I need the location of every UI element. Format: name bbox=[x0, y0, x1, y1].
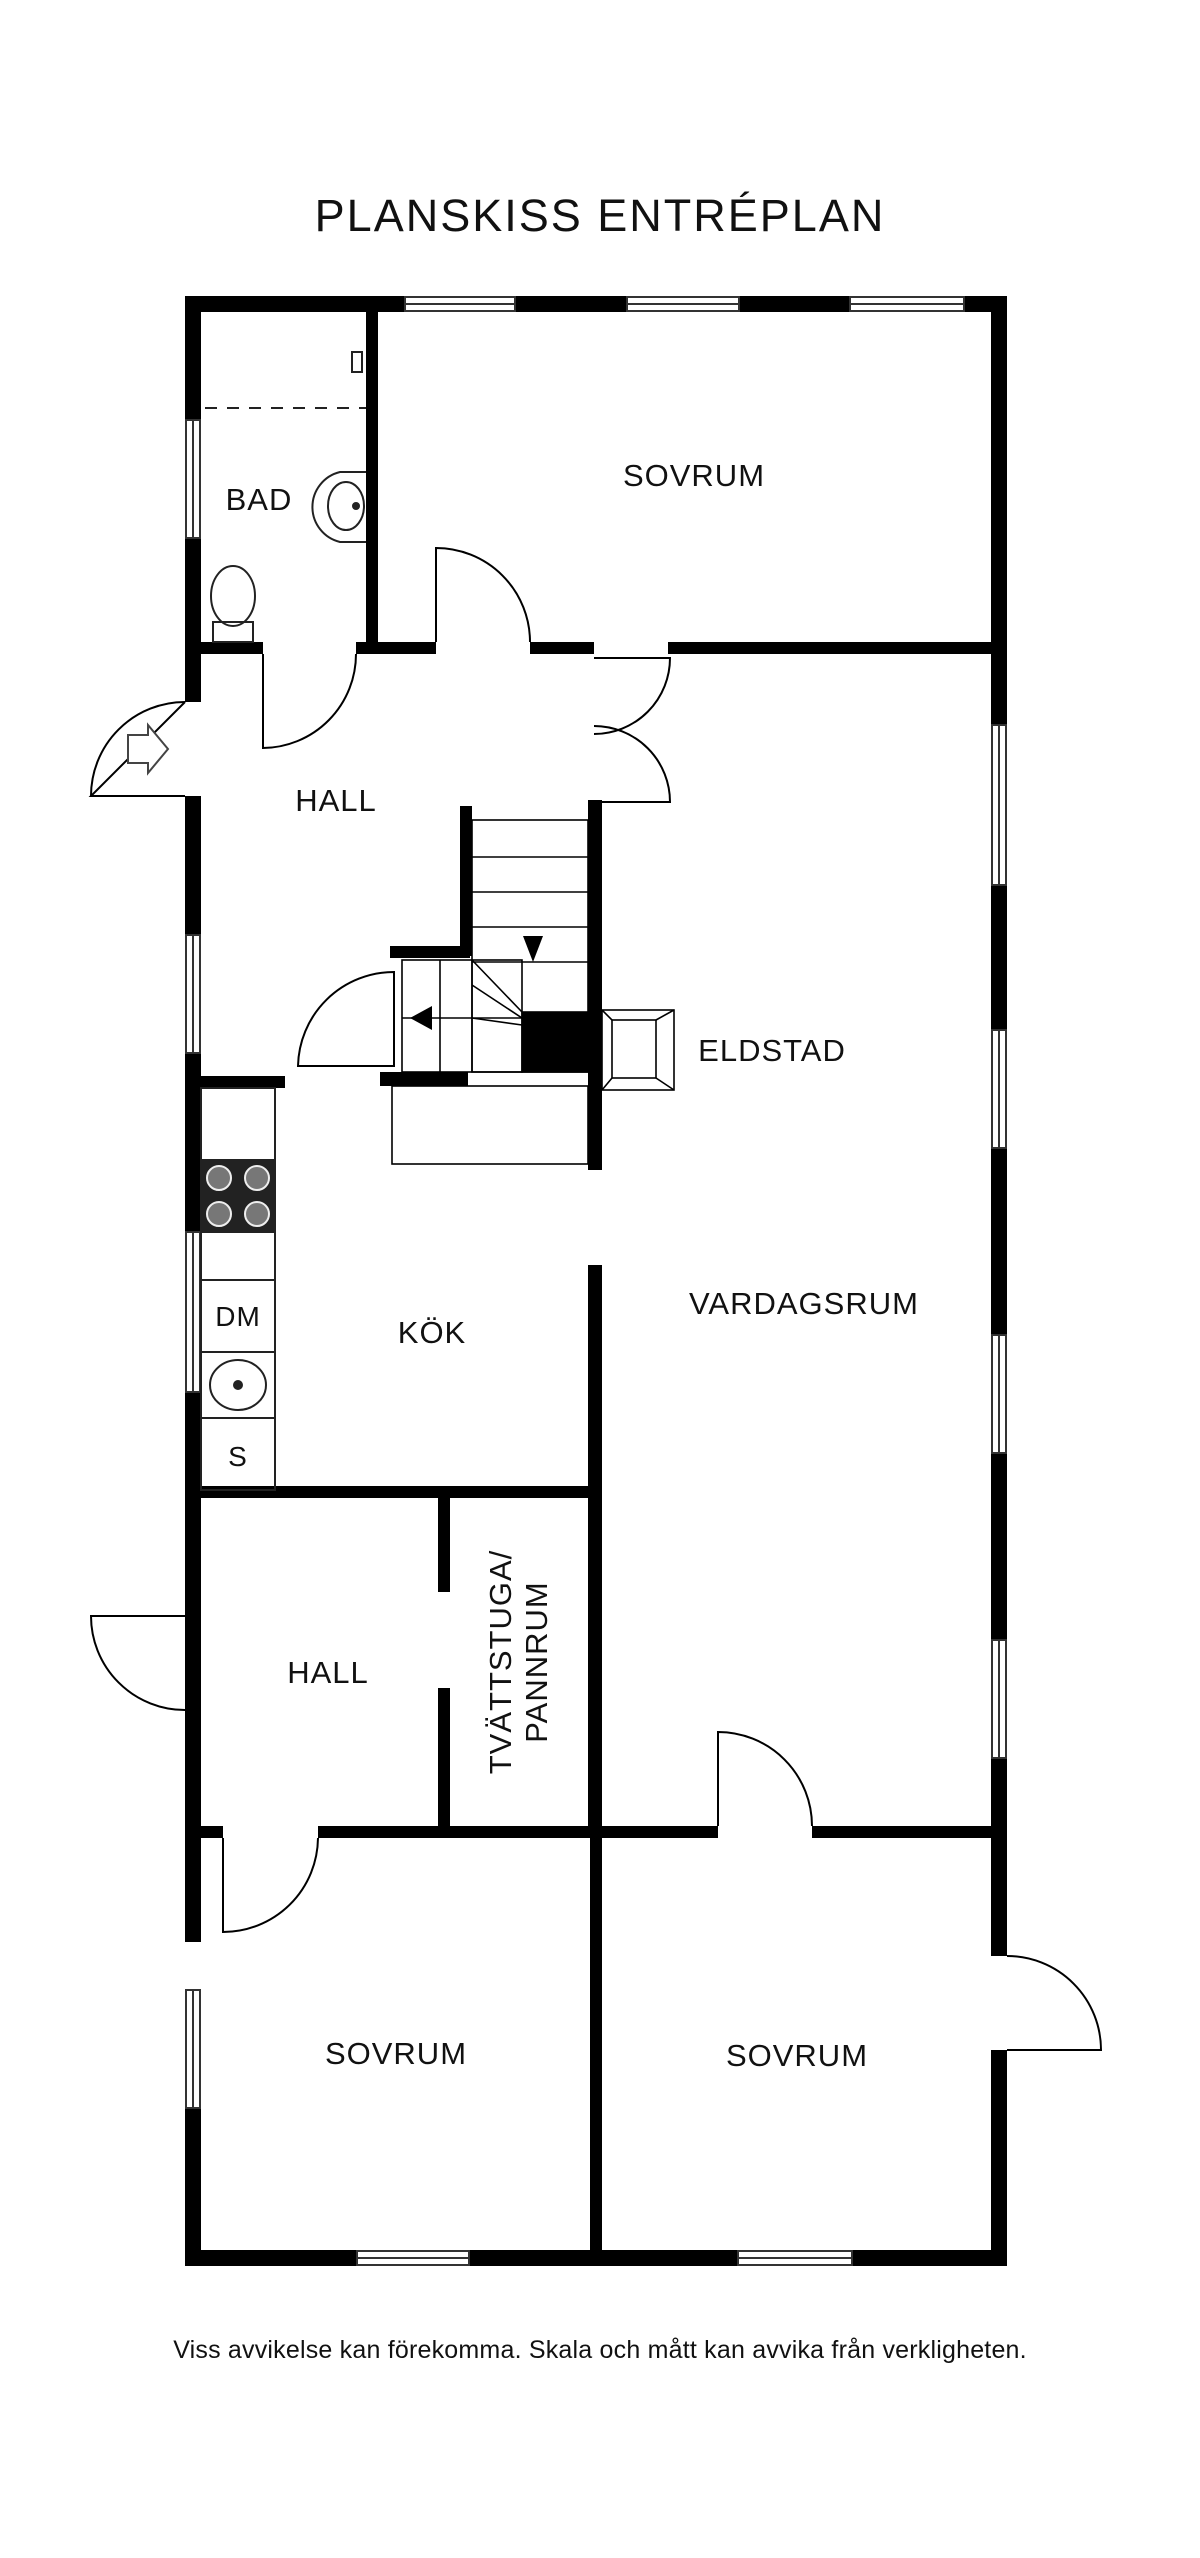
room-label-sovrum-bottom-right: SOVRUM bbox=[726, 2038, 868, 2073]
room-label-hall-bottom: HALL bbox=[287, 1655, 369, 1690]
entry-arrow-icon bbox=[127, 722, 170, 776]
room-label-dm: DM bbox=[215, 1301, 261, 1332]
disclaimer-text: Viss avvikelse kan förekomma. Skala och … bbox=[173, 2336, 1027, 2364]
bathroom-fixtures bbox=[205, 351, 366, 643]
stairs-down-arrow-icon bbox=[523, 936, 543, 962]
room-label-hall-top: HALL bbox=[295, 783, 377, 818]
stair-arrows bbox=[410, 936, 543, 1030]
stairs bbox=[391, 819, 675, 1165]
room-label-bad: BAD bbox=[226, 482, 293, 517]
stairs-left-arrow-icon bbox=[410, 1006, 432, 1030]
stove-burners bbox=[206, 1165, 270, 1227]
room-label-eldstad: ELDSTAD bbox=[698, 1033, 846, 1068]
room-label-vardagsrum: VARDAGSRUM bbox=[689, 1286, 919, 1321]
interior-walls bbox=[185, 296, 1007, 2260]
room-label-s: S bbox=[228, 1441, 248, 1472]
room-label-sovrum-bottom-left: SOVRUM bbox=[325, 2036, 467, 2071]
room-label-kok: KÖK bbox=[398, 1315, 466, 1350]
room-label-sovrum-top: SOVRUM bbox=[623, 458, 765, 493]
doors bbox=[88, 546, 1103, 2051]
room-label-pannrum: PANNRUM bbox=[519, 1581, 554, 1742]
page-title: PLANSKISS ENTRÉPLAN bbox=[314, 190, 886, 241]
room-label-tvattstuga: TVÄTTSTUGA/ bbox=[483, 1550, 518, 1775]
windows bbox=[185, 296, 1007, 2266]
kitchen-fixtures bbox=[200, 1087, 276, 1491]
